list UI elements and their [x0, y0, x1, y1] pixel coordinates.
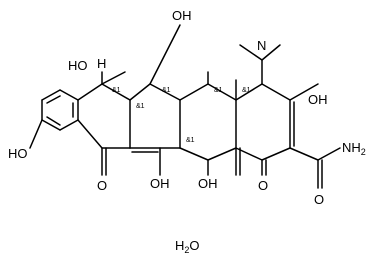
amide-o-label: O: [314, 192, 324, 207]
atom-labels: N HO HO OH OH OH OH O O O NH2 H: [8, 8, 366, 207]
dimethylamino-label: N: [257, 38, 266, 53]
amide-nh-text: NH: [342, 140, 361, 155]
hydroxyl-label-bottom-mid: OH: [198, 176, 218, 191]
oxo-label-left: O: [97, 178, 107, 193]
stereo-mark: &1: [162, 87, 171, 94]
bond-skeleton: [29, 24, 341, 189]
stereo-mark: &1: [214, 87, 223, 94]
stereo-marks: &1 &1 &1 &1 &1 &1: [112, 87, 251, 144]
hydrate-label: H2O: [175, 238, 200, 255]
stereo-mark: &1: [136, 103, 145, 110]
stereo-mark: &1: [112, 87, 121, 94]
hydrate-h: H: [175, 238, 184, 253]
stereo-mark: &1: [242, 87, 251, 94]
amide-subscript: 2: [361, 147, 366, 157]
hydroxyl-label-top: OH: [172, 8, 192, 23]
amide-nh-label: NH2: [342, 140, 366, 157]
hydroxyl-label-ring-a: HO: [8, 146, 28, 161]
hydrate-o: O: [189, 238, 199, 253]
oxo-label-right: O: [258, 178, 268, 193]
hydroxyl-label-bottom-left: OH: [150, 176, 170, 191]
hydrogen-label: H: [97, 56, 106, 71]
stereo-mark: &1: [186, 137, 195, 144]
hydroxyl-label-ring-e: OH: [308, 92, 328, 107]
hydrate-subscript: 2: [184, 245, 189, 255]
hydroxyl-label-ring-b: HO: [68, 58, 88, 73]
